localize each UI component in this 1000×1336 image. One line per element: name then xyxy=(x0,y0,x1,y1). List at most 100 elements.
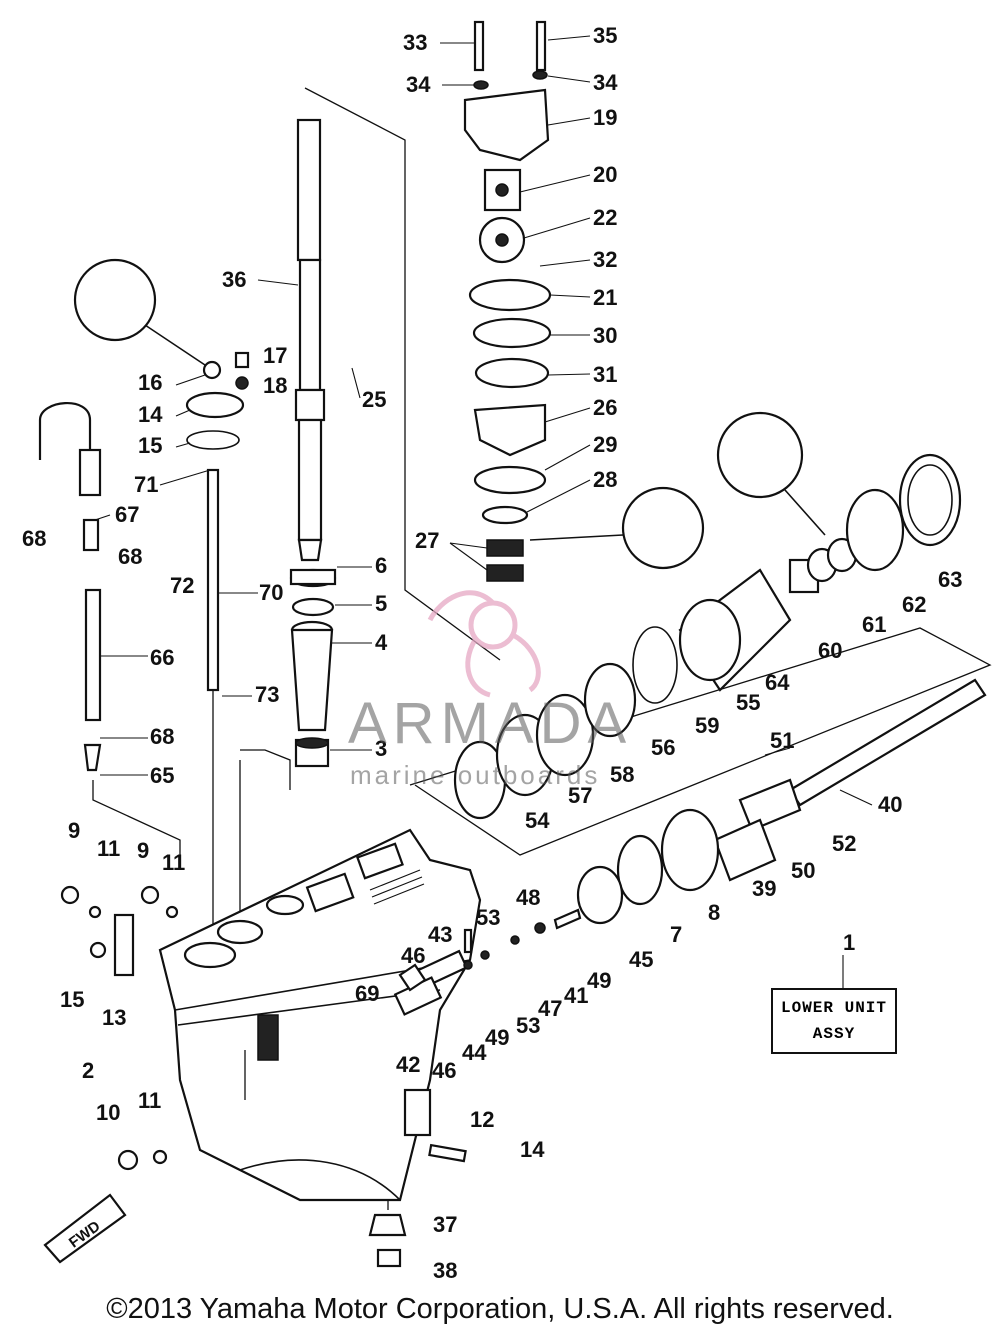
callout-19: 17 xyxy=(263,343,287,368)
drive-shaft-group xyxy=(289,118,337,768)
callout-67: 67 xyxy=(115,502,139,527)
callout-62: 62 xyxy=(902,592,926,617)
callout-6: 6 xyxy=(375,553,387,578)
callout-47: 47 xyxy=(538,996,562,1021)
callout-34: 34 xyxy=(593,70,618,95)
callout-17: 15 xyxy=(138,433,162,458)
callout-63: 63 xyxy=(938,567,962,592)
callout-43: 43 xyxy=(428,922,452,947)
callout-29: 29 xyxy=(593,432,617,457)
callout-11: 11 xyxy=(138,1088,161,1113)
callout-37: 37 xyxy=(433,1212,457,1237)
callout-61: 61 xyxy=(862,612,886,637)
callout-14: 14 xyxy=(520,1137,545,1162)
watermark-logo xyxy=(427,590,541,698)
callout-44: 44 xyxy=(462,1040,487,1065)
callout-labels: 33 35 34 34 19 20 22 32 21 30 31 26 29 2… xyxy=(22,23,962,1283)
callout-68: 68 xyxy=(150,724,174,749)
callout-48: 48 xyxy=(516,885,540,910)
callout-16: 14 xyxy=(138,402,163,427)
assembly-label-line2: ASSY xyxy=(812,1025,856,1043)
callout-3: 3 xyxy=(375,736,387,761)
callout-68: 68 xyxy=(118,544,142,569)
watermark-subtitle: marine outboards xyxy=(350,760,601,790)
assembly-label-box: LOWER UNIT ASSY xyxy=(771,988,897,1054)
callout-69: 69 xyxy=(355,981,379,1006)
callout-9: 9 xyxy=(68,818,80,843)
callout-5: 5 xyxy=(375,591,387,616)
assembly-label-line1: LOWER UNIT xyxy=(780,999,887,1017)
callout-41: 41 xyxy=(564,983,588,1008)
lower-casing xyxy=(158,828,482,1202)
callout-4: 4 xyxy=(375,630,388,655)
callout-49: 49 xyxy=(587,968,611,993)
callout-1: 1 xyxy=(843,930,855,955)
callout-36: 36 xyxy=(222,267,246,292)
callout-55: 55 xyxy=(736,690,760,715)
callout-31: 31 xyxy=(593,362,617,387)
callout-35: 35 xyxy=(593,23,617,48)
callout-40: 40 xyxy=(878,792,902,817)
callout-45: 45 xyxy=(629,947,653,972)
callout-60: 60 xyxy=(818,638,842,663)
callout-57: 57 xyxy=(568,783,592,808)
callout-25: 25 xyxy=(362,387,386,412)
callout-46: 46 xyxy=(401,943,425,968)
callout-11: 11 xyxy=(97,836,120,861)
callout-71: 71 xyxy=(134,472,158,497)
propeller-shaft-group xyxy=(453,453,987,925)
callout-2: 2 xyxy=(82,1058,94,1083)
callout-68: 68 xyxy=(22,526,46,551)
callout-51: 51 xyxy=(770,728,794,753)
callout-52: 52 xyxy=(832,831,856,856)
callout-58: 58 xyxy=(610,762,634,787)
callout-66: 66 xyxy=(150,645,174,670)
callout-7: 7 xyxy=(670,922,682,947)
callout-73: 73 xyxy=(255,682,279,707)
callout-72: 72 xyxy=(170,573,194,598)
water-pump-group xyxy=(463,20,552,582)
callout-50: 50 xyxy=(791,858,815,883)
callout-65: 65 xyxy=(150,763,174,788)
callout-15: 15 xyxy=(60,987,84,1012)
callout-18: 16 xyxy=(138,370,162,395)
callout-53: 53 xyxy=(476,905,500,930)
callout-46: 46 xyxy=(432,1058,456,1083)
callout-26: 26 xyxy=(593,395,617,420)
callout-8: 8 xyxy=(708,900,720,925)
callout-70: 70 xyxy=(259,580,283,605)
callout-23: 21 xyxy=(593,285,617,310)
detail-insets xyxy=(73,258,826,570)
callout-30: 30 xyxy=(593,323,617,348)
callout-54: 54 xyxy=(525,808,550,833)
callout-11: 11 xyxy=(162,850,185,875)
copyright-notice: ©2013 Yamaha Motor Corporation, U.S.A. A… xyxy=(106,1293,894,1325)
callout-39: 39 xyxy=(752,876,776,901)
callout-34: 34 xyxy=(406,72,431,97)
callout-10: 10 xyxy=(96,1100,120,1125)
shift-rod-group xyxy=(38,351,250,772)
watermark-brand: ARMADA xyxy=(348,691,633,756)
callout-64: 64 xyxy=(765,670,790,695)
callout-20: 18 xyxy=(263,373,287,398)
callout-21: 19 xyxy=(593,105,617,130)
callout-53: 53 xyxy=(516,1013,540,1038)
callout-59: 59 xyxy=(695,713,719,738)
callout-24: 22 xyxy=(593,205,617,230)
callout-56: 56 xyxy=(651,735,675,760)
callout-28: 28 xyxy=(593,467,617,492)
callout-13: 13 xyxy=(102,1005,126,1030)
callout-27: 27 xyxy=(415,528,439,553)
shift-group xyxy=(393,908,582,1016)
callout-9: 9 xyxy=(137,838,149,863)
callout-22: 20 xyxy=(593,162,617,187)
callout-49: 49 xyxy=(485,1025,509,1050)
leader-lines xyxy=(94,35,873,988)
callout-38: 38 xyxy=(433,1258,457,1283)
callout-32: 32 xyxy=(593,247,617,272)
callout-33: 33 xyxy=(403,30,427,55)
callout-42: 42 xyxy=(396,1052,420,1077)
callout-12: 12 xyxy=(470,1107,494,1132)
